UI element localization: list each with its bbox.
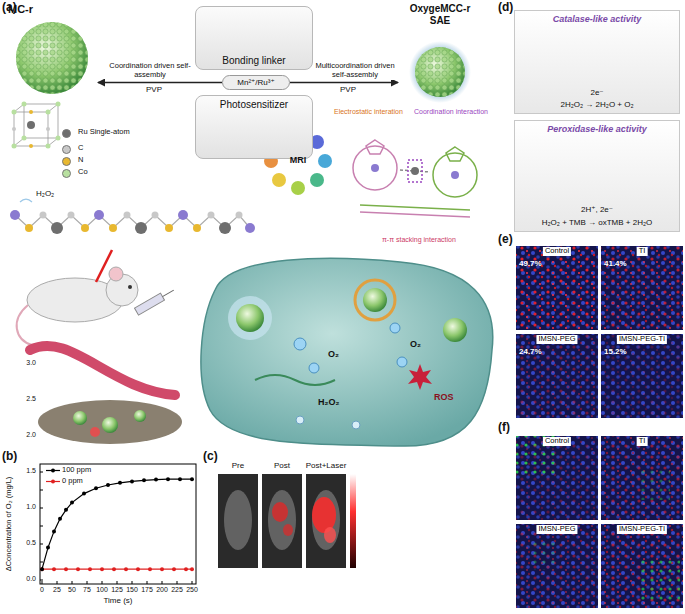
- text-label: PVP: [146, 86, 162, 95]
- node-text: 49.7%: [519, 259, 542, 268]
- text-label: PVP: [340, 86, 356, 95]
- edge-label: Multicoordination driven self-assembly: [314, 62, 396, 79]
- activity-box: Peroxidase-like activity 2H⁺, 2e⁻ H₂O₂ + T…: [514, 120, 680, 232]
- legend-marker: [51, 480, 55, 484]
- tick-label: 150: [126, 586, 138, 594]
- node-text: Photosensitizer: [196, 99, 312, 111]
- text-label: Time (s): [103, 597, 132, 606]
- connector-arrow: [290, 82, 398, 84]
- node-text: H₂O₂ + TMB → oxTMB + 2H₂O: [515, 218, 679, 227]
- legend-swatch: [62, 145, 71, 154]
- legend-marker: [51, 469, 55, 473]
- node-text: MRI: [265, 155, 331, 165]
- tick-label: 75: [83, 586, 91, 594]
- image-tile: IMSN-PEG: [516, 524, 598, 608]
- tick-label: 0.0: [14, 575, 36, 583]
- image-tile: IMSN-PEG 24.7%: [516, 334, 598, 418]
- text-label: Post: [274, 462, 290, 471]
- legend-text: N: [78, 156, 83, 164]
- tick-label: 225: [171, 586, 183, 594]
- tick-label: 2.0: [14, 431, 36, 439]
- node-text: 2H⁺, 2e⁻: [515, 205, 679, 214]
- node-text: IMSN-PEG-TI: [617, 525, 667, 534]
- tick-label: 1.0: [14, 503, 36, 511]
- legend-line-sample: [46, 477, 60, 486]
- node-text: 41.4%: [604, 259, 627, 268]
- text-label: ROS: [434, 393, 454, 403]
- tick-label: 175: [141, 586, 153, 594]
- ion-pill: Mn²⁺/Ru³⁺: [222, 75, 290, 90]
- node-text: Catalase-like activity: [515, 14, 679, 24]
- tick-label: 1.5: [14, 467, 36, 475]
- image-tile: TI: [601, 436, 683, 520]
- connector-arrow: [98, 82, 222, 84]
- component-box: Bonding linker: [195, 6, 313, 70]
- tick-label: 125: [111, 586, 123, 594]
- node-text: 15.2%: [604, 347, 627, 356]
- text-label: (a): [2, 1, 17, 14]
- legend-swatch: [62, 169, 71, 178]
- text-label: (f): [498, 421, 510, 434]
- edge-label: Coordination driven self-assembly: [105, 62, 195, 79]
- legend-line-sample: [46, 466, 60, 475]
- node-text: IMSN-PEG: [536, 335, 577, 344]
- text-label: (b): [2, 450, 17, 463]
- sphere-node: OxygeMCC-r SAE: [398, 3, 482, 103]
- node-text: 24.7%: [519, 347, 542, 356]
- sphere-node: MC-r: [6, 3, 98, 99]
- image-tile: TI 41.4%: [601, 246, 683, 330]
- tick-label: 0.5: [14, 539, 36, 547]
- text-label: (e): [498, 233, 513, 246]
- tick-label: 2.5: [14, 395, 36, 403]
- legend-text: 100 ppm: [62, 466, 91, 474]
- image-tile: IMSN-PEG-TI: [601, 524, 683, 608]
- node-text: Control: [543, 247, 571, 256]
- tick-label: 25: [53, 586, 61, 594]
- text-label: (d): [498, 1, 513, 14]
- text-label: O₂: [410, 340, 421, 350]
- image-tile: Control49.7%: [516, 246, 598, 330]
- legend-swatch: [62, 157, 71, 166]
- node-text: OxygeMCC-r SAE: [404, 3, 476, 26]
- tick-label: 250: [186, 586, 198, 594]
- tick-label: 3.0: [14, 359, 36, 367]
- node-text: IMSN-PEG-TI: [617, 335, 667, 344]
- component-box: Photosensitizer: [195, 95, 313, 159]
- legend-text: 0 ppm: [62, 477, 83, 485]
- text-label: H₂O₂: [36, 190, 54, 199]
- text-label: Post+Laser: [306, 462, 347, 471]
- tick-label: 100: [96, 586, 108, 594]
- mri-circle: MRI: [265, 128, 331, 194]
- legend-swatch: [62, 129, 71, 138]
- text-label: O₂: [328, 350, 339, 360]
- node-text: 2H₂O₂ → 2H₂O + O₂: [515, 100, 679, 109]
- text-label: ΔConcentration of O₂ (mg/L): [5, 477, 13, 572]
- activity-box: Catalase-like activity 2e⁻ 2H₂O₂ → 2H₂O + …: [514, 10, 680, 114]
- legend-text: C: [78, 144, 83, 152]
- node-text: Peroxidase-like activity: [515, 124, 679, 134]
- node-text: IMSN-PEG: [536, 525, 577, 534]
- node-text: TI: [637, 247, 648, 256]
- tick-label: 200: [156, 586, 168, 594]
- text-label: H₂O₂: [318, 398, 340, 408]
- node-text: Bonding linker: [196, 55, 312, 67]
- text-label: Pre: [232, 462, 244, 471]
- text-label: π-π stacking interaction: [382, 236, 456, 244]
- tick-label: 50: [68, 586, 76, 594]
- node-text: Mn²⁺/Ru³⁺: [223, 78, 289, 87]
- text-label: (c): [203, 450, 218, 463]
- legend-text: Co: [78, 168, 88, 176]
- text-label: Coordination interaction: [414, 108, 488, 116]
- node-text: Control: [543, 437, 571, 446]
- image-tile: Control: [516, 436, 598, 520]
- legend-text: Ru Single-atom: [78, 128, 130, 136]
- node-text: 2e⁻: [515, 88, 679, 97]
- text-label: Electrostatic interation: [334, 108, 403, 116]
- tick-label: 0: [40, 586, 44, 594]
- image-tile: IMSN-PEG-TI 15.2%: [601, 334, 683, 418]
- node-text: TI: [637, 437, 648, 446]
